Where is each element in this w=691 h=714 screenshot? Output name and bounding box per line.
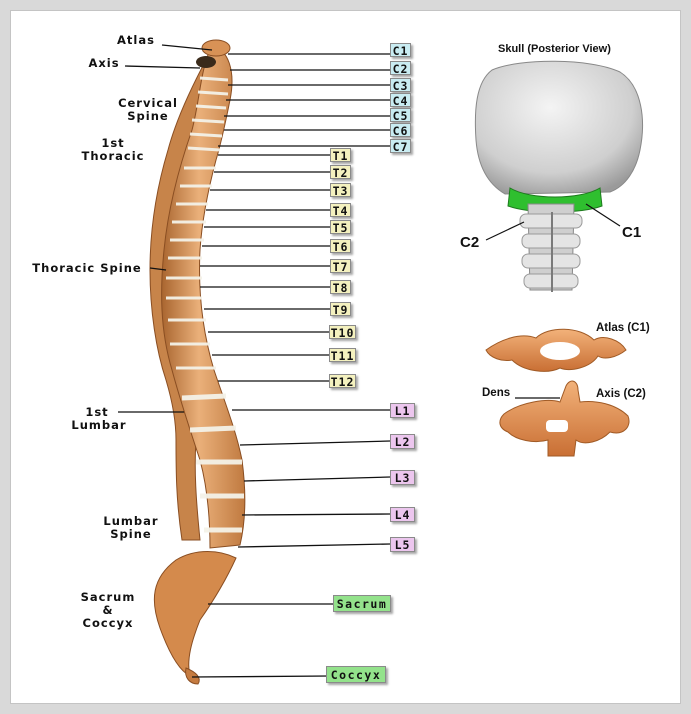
vertebra-tag-t2: T2 (330, 165, 351, 180)
vertebra-tag-l4: L4 (390, 507, 415, 522)
vertebra-tag-t10: T10 (329, 325, 356, 340)
vertebra-tag-t3: T3 (330, 183, 351, 198)
leader-lines (118, 44, 391, 678)
first-thoracic-label-line2: Thoracic (81, 149, 145, 163)
vertebra-tag-l3: L3 (390, 470, 415, 485)
atlas-label: Atlas (117, 33, 155, 47)
first-thoracic-label-line1: 1st (101, 136, 125, 150)
atlas-axis-illustration (485, 328, 630, 457)
skull-c1-label: C1 (622, 224, 642, 241)
vertebra-tag-l2: L2 (390, 434, 415, 449)
skull-posterior-illustration (474, 60, 643, 292)
vertebra-tag-c2: C2 (390, 61, 411, 76)
dens-label: Dens (482, 387, 511, 399)
vertebra-tag-c7: C7 (390, 139, 411, 154)
vertebra-tag-t8: T8 (330, 280, 351, 295)
cervical-spine-label-line2: Spine (127, 109, 169, 123)
vertebra-tag-l1: L1 (390, 403, 415, 418)
vertebra-tag-t7: T7 (330, 259, 351, 274)
atlas-c1-label: Atlas (C1) (596, 322, 650, 334)
lumbar-spine-label-line1: Lumbar (103, 514, 159, 528)
vertebra-tag-c6: C6 (390, 123, 411, 138)
axis-label: Axis (88, 56, 120, 70)
vertebra-tag-t4: T4 (330, 203, 351, 218)
spine-illustration (149, 39, 246, 685)
skull-c2-label: C2 (460, 234, 480, 251)
vertebra-tag-c1: C1 (390, 43, 411, 58)
vertebra-tag-t9: T9 (330, 302, 351, 317)
lumbar-spine-label-line2: Spine (110, 527, 152, 541)
first-lumbar-label-line2: Lumbar (71, 418, 127, 432)
sacrum-tag: Sacrum (333, 595, 391, 612)
sacrum-coccyx-label-line1: Sacrum (80, 590, 136, 604)
vertebra-tag-t12: T12 (329, 374, 356, 389)
first-lumbar-label-line1: 1st (85, 405, 109, 419)
coccyx-tag: Coccyx (326, 666, 386, 683)
vertebra-tag-t1: T1 (330, 148, 351, 163)
sacrum-coccyx-label-line2: & (102, 603, 114, 617)
thoracic-spine-label: Thoracic Spine (32, 261, 142, 275)
vertebra-tag-t11: T11 (329, 348, 356, 363)
sacrum-coccyx-label-line3: Coccyx (82, 616, 134, 630)
vertebra-tag-c5: C5 (390, 108, 411, 123)
vertebra-tag-t5: T5 (330, 220, 351, 235)
vertebra-tag-t6: T6 (330, 239, 351, 254)
vertebra-tag-c3: C3 (390, 78, 411, 93)
vertebra-tag-c4: C4 (390, 93, 411, 108)
axis-c2-label: Axis (C2) (596, 388, 646, 400)
vertebra-tag-l5: L5 (390, 537, 415, 552)
cervical-spine-label-line1: Cervical (118, 96, 178, 110)
skull-view-title: Skull (Posterior View) (498, 43, 611, 55)
